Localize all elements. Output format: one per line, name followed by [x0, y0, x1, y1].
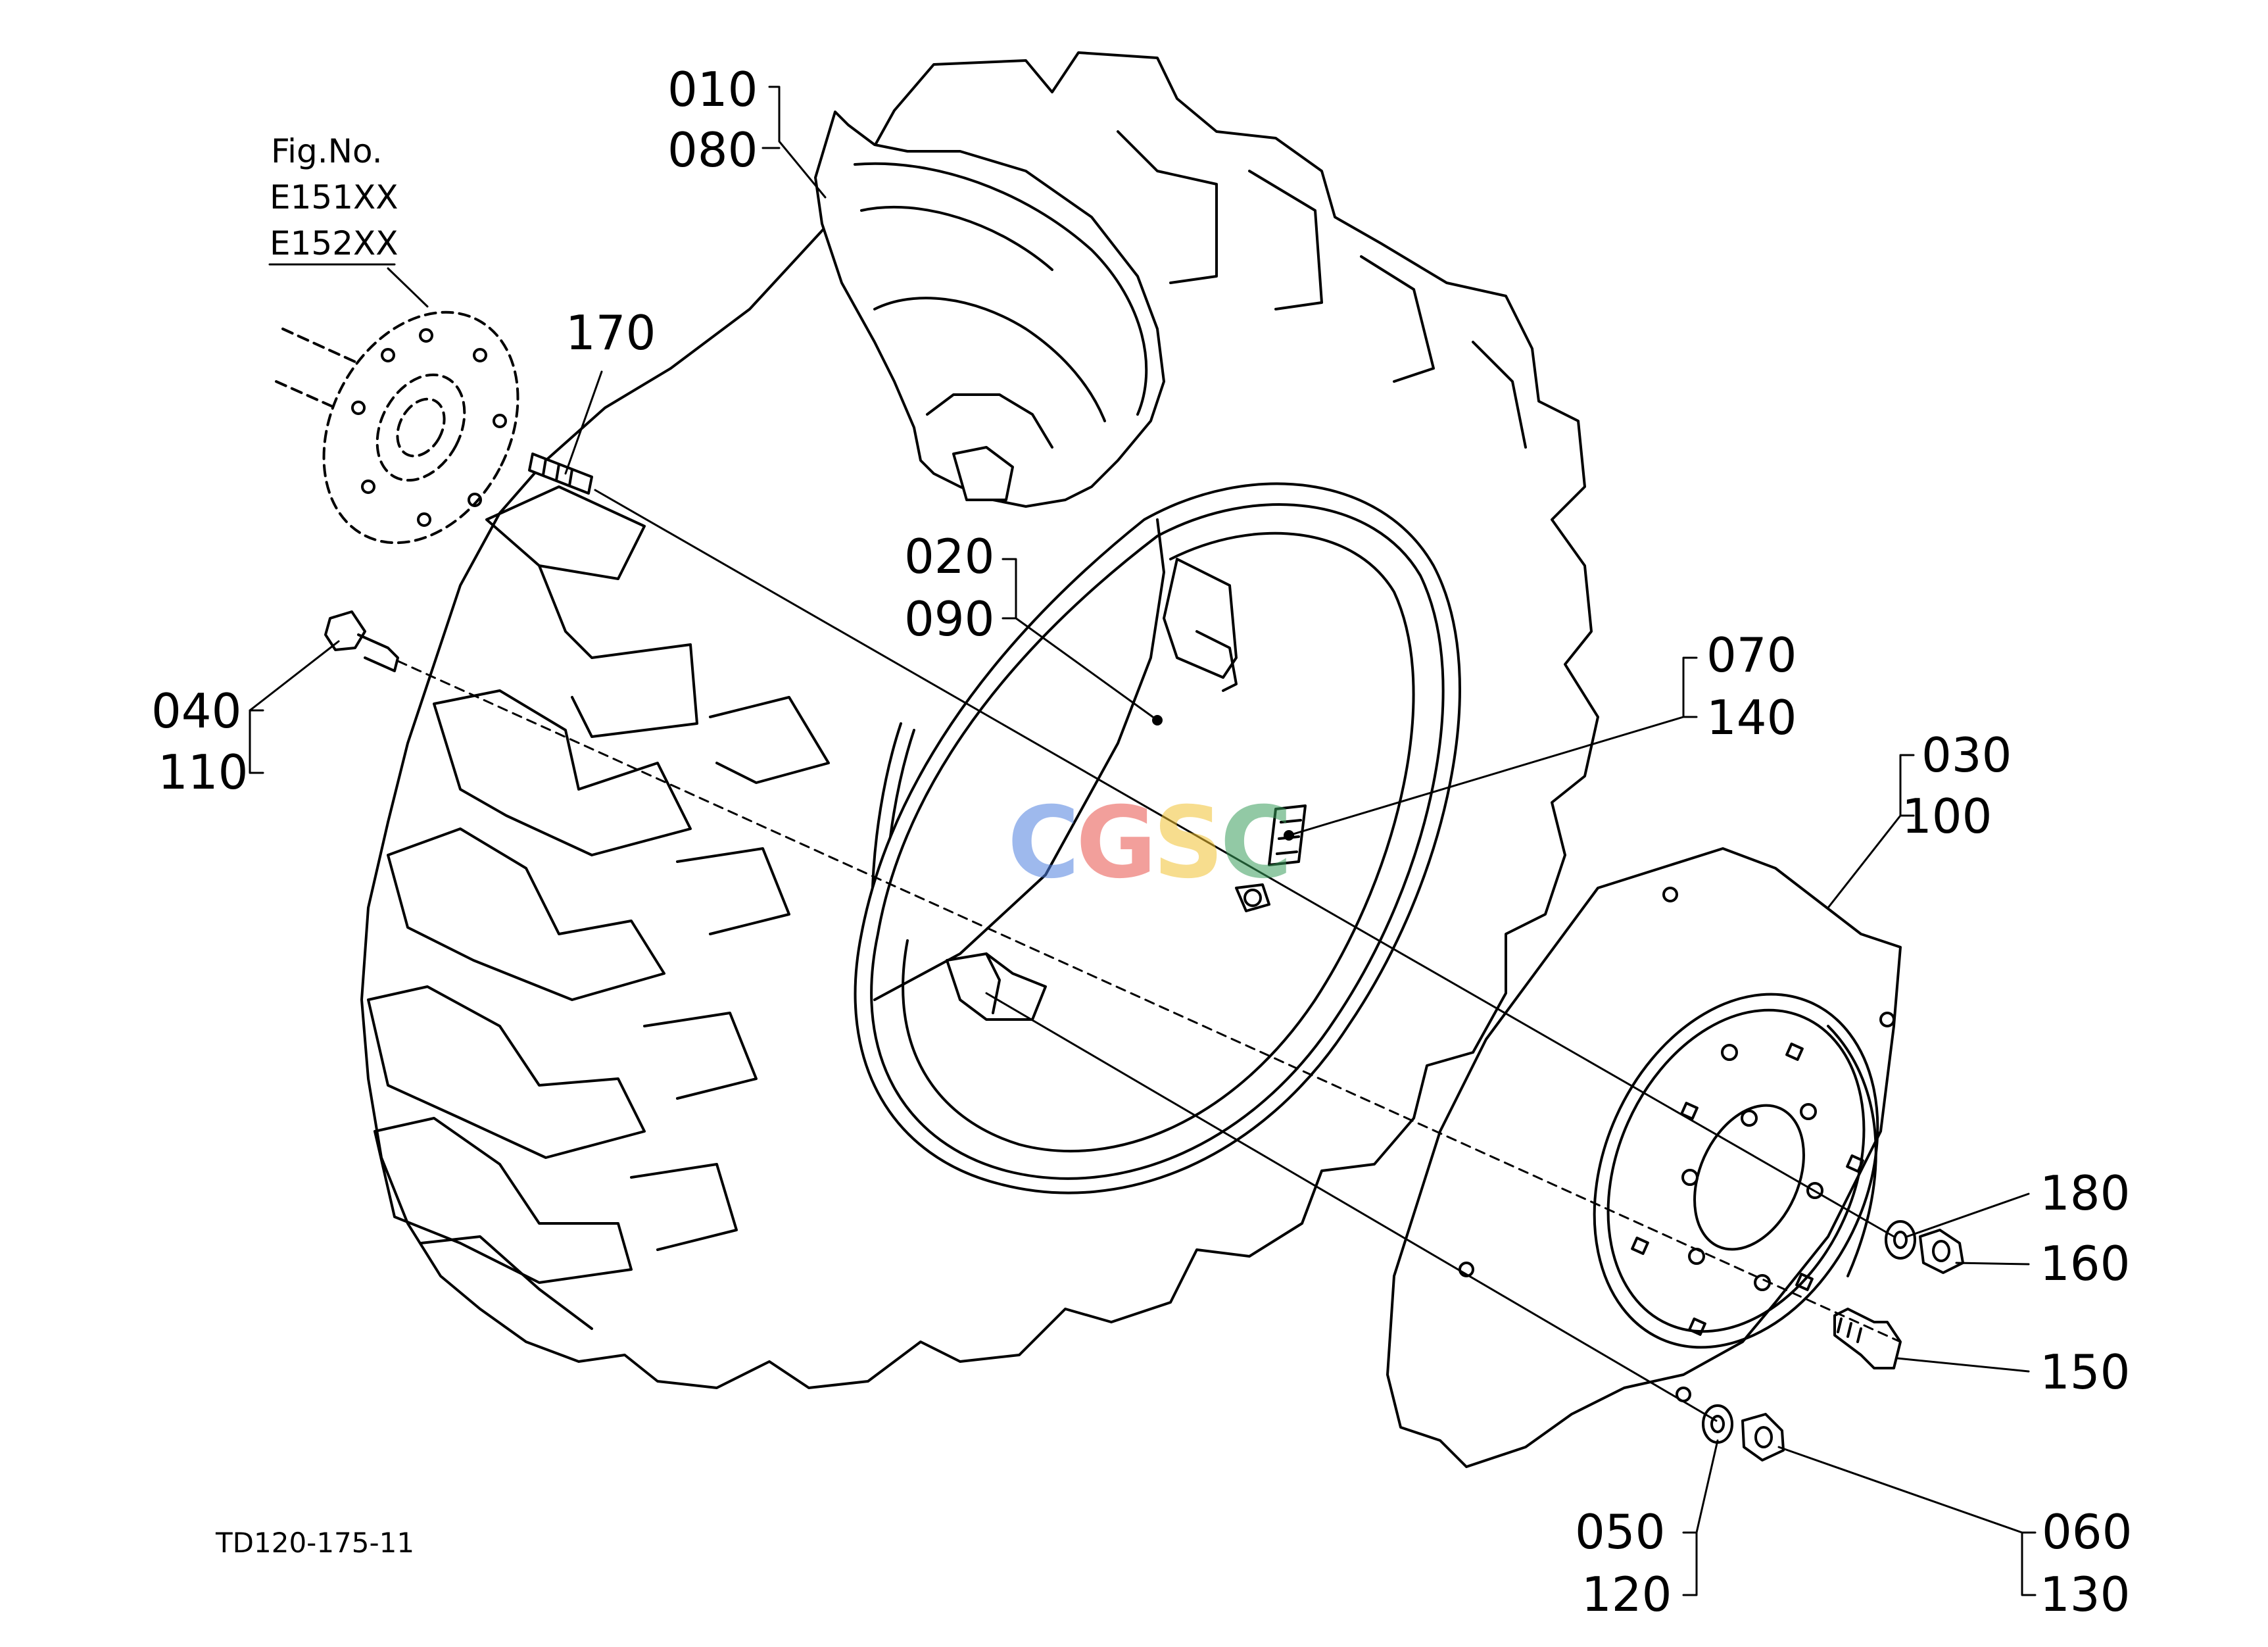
fig-ref-2: E152XX [270, 224, 398, 262]
fig-ref-leader [387, 267, 429, 308]
callout-010[interactable]: 010 [667, 62, 758, 117]
watermark-letter: C [1220, 786, 1292, 900]
fasteners [324, 453, 1964, 1462]
watermark-letter: C [1007, 786, 1080, 900]
callout-030[interactable]: 030 [1921, 727, 2012, 783]
callout-100[interactable]: 100 [1902, 789, 1992, 844]
callout-070[interactable]: 070 [1706, 627, 1797, 683]
callout-180[interactable]: 180 [2040, 1166, 2131, 1221]
callout-140[interactable]: 140 [1706, 690, 1797, 745]
callout-170[interactable]: 170 [566, 305, 656, 360]
hub-holes [351, 328, 507, 527]
callout-130[interactable]: 130 [2040, 1567, 2131, 1622]
assembly-axes [397, 489, 1902, 1422]
callout-120[interactable]: 120 [1581, 1567, 1672, 1622]
callout-090[interactable]: 090 [904, 591, 995, 647]
callout-060[interactable]: 060 [2042, 1504, 2133, 1560]
leader-lines [249, 86, 2037, 1596]
cgsc-watermark-logo: CGSC [1007, 786, 1292, 900]
hub-flange-drawing [275, 310, 519, 545]
callout-050[interactable]: 050 [1575, 1504, 1666, 1560]
callout-020[interactable]: 020 [904, 529, 995, 584]
fig-ref-1: E151XX [270, 178, 398, 216]
callout-040[interactable]: 040 [151, 683, 242, 739]
drawing-code: TD120-175-11 [216, 1527, 415, 1559]
fig-no-heading: Fig.No. [271, 132, 383, 170]
rim-drawing [854, 482, 1461, 1194]
tube-drawing [814, 111, 1165, 508]
disc-drawing [1386, 847, 1902, 1468]
callout-110[interactable]: 110 [158, 745, 249, 800]
callout-160[interactable]: 160 [2040, 1236, 2131, 1291]
callout-150[interactable]: 150 [2040, 1344, 2131, 1400]
watermark-letter: G [1076, 786, 1157, 900]
watermark-letter: S [1153, 786, 1224, 900]
callout-080[interactable]: 080 [667, 122, 758, 178]
